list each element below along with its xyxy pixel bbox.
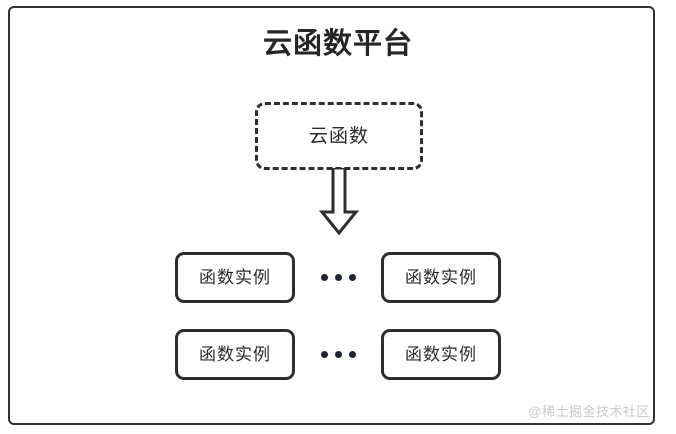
ellipsis-dot: [320, 350, 328, 358]
function-instance-label: 函数实例: [199, 267, 271, 287]
function-instance-box: 函数实例: [381, 251, 501, 303]
function-instance-label: 函数实例: [199, 344, 271, 364]
ellipsis-dot: [334, 350, 342, 358]
ellipsis-dot: [334, 273, 342, 281]
function-instance-box: 函数实例: [175, 251, 295, 303]
ellipsis-dot: [348, 273, 356, 281]
function-instance-label: 函数实例: [405, 267, 477, 287]
ellipsis-icon: [295, 329, 381, 380]
instance-row: 函数实例 函数实例: [0, 251, 676, 303]
cloud-function-label: 云函数: [308, 125, 369, 147]
watermark: @稀土掘金技术社区: [528, 404, 650, 419]
down-block-arrow-icon: [318, 168, 360, 236]
ellipsis-icon: [295, 252, 381, 303]
instance-row: 函数实例 函数实例: [0, 328, 676, 380]
cloud-function-node: 云函数: [255, 102, 423, 170]
function-instance-box: 函数实例: [381, 328, 501, 380]
ellipsis-dot: [348, 350, 356, 358]
function-instance-label: 函数实例: [405, 344, 477, 364]
ellipsis-dot: [320, 273, 328, 281]
function-instance-box: 函数实例: [175, 328, 295, 380]
page-title: 云函数平台: [262, 28, 413, 60]
